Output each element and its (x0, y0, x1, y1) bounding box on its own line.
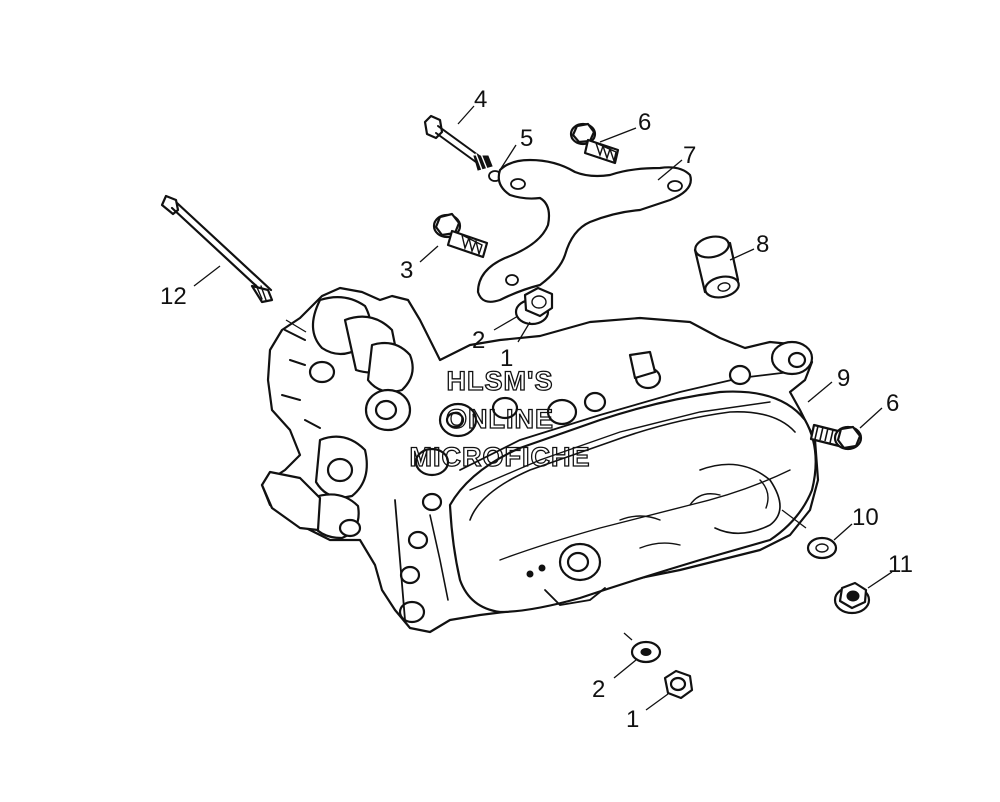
leader-2b (613, 659, 637, 679)
watermark-line-1: HLSM'S (447, 366, 554, 396)
leader-7 (657, 159, 683, 181)
part-12-stud-bolt (160, 194, 274, 304)
callout-1-upper: 1 (500, 345, 513, 372)
leader-5 (499, 144, 517, 171)
callout-3: 3 (400, 257, 413, 284)
part-6-flange-bolt-top (569, 122, 620, 165)
watermark: HLSM'S ONLINE MICROFICHE (409, 365, 591, 472)
leader-12 (193, 265, 221, 287)
callout-6-right: 6 (886, 390, 899, 417)
leader-2a (493, 315, 519, 331)
callout-1-lower: 1 (626, 706, 639, 733)
leader-lines (193, 105, 893, 711)
callout-8: 8 (756, 231, 769, 258)
callout-7: 7 (683, 142, 696, 169)
part-11-flange-nut (833, 581, 871, 615)
leader-10 (833, 523, 853, 541)
part-4-bolt (423, 114, 493, 171)
callout-4: 4 (474, 86, 487, 113)
leader-1a (517, 321, 531, 343)
part-3-flange-bolt (432, 212, 489, 259)
callout-6-top: 6 (638, 109, 651, 136)
engine-crankcase-assembly (260, 286, 820, 634)
callout-numbers: 4 5 6 7 8 3 12 2 1 9 6 10 11 2 1 (160, 86, 913, 733)
callout-10: 10 (852, 504, 879, 531)
part-6-flange-bolt-right (809, 423, 863, 451)
leader-3 (419, 245, 439, 263)
leader-9 (807, 381, 833, 403)
part-2-washer-lower (630, 640, 662, 664)
leader-extra-c (781, 509, 807, 529)
callout-2-lower: 2 (592, 676, 605, 703)
callout-9: 9 (837, 365, 850, 392)
leader-1b (645, 693, 669, 711)
watermark-line-3: MICROFICHE (410, 442, 591, 472)
leader-extra-b (623, 632, 633, 641)
leader-4 (457, 105, 475, 125)
part-1-nut-lower (663, 669, 694, 700)
part-7-engine-bracket (476, 158, 692, 303)
callout-5: 5 (520, 125, 533, 152)
part-8-collar (693, 235, 740, 299)
leader-8 (729, 248, 755, 261)
leader-11 (867, 571, 893, 589)
leader-6b (859, 407, 883, 429)
part-1-nut-upper (523, 286, 554, 318)
part-10-washer (806, 536, 838, 560)
callout-2-upper: 2 (472, 327, 485, 354)
leader-extra-a (285, 319, 307, 333)
callout-11: 11 (888, 551, 913, 578)
leader-6a (599, 127, 637, 143)
watermark-line-2: ONLINE (446, 404, 554, 434)
callout-12: 12 (160, 283, 187, 310)
